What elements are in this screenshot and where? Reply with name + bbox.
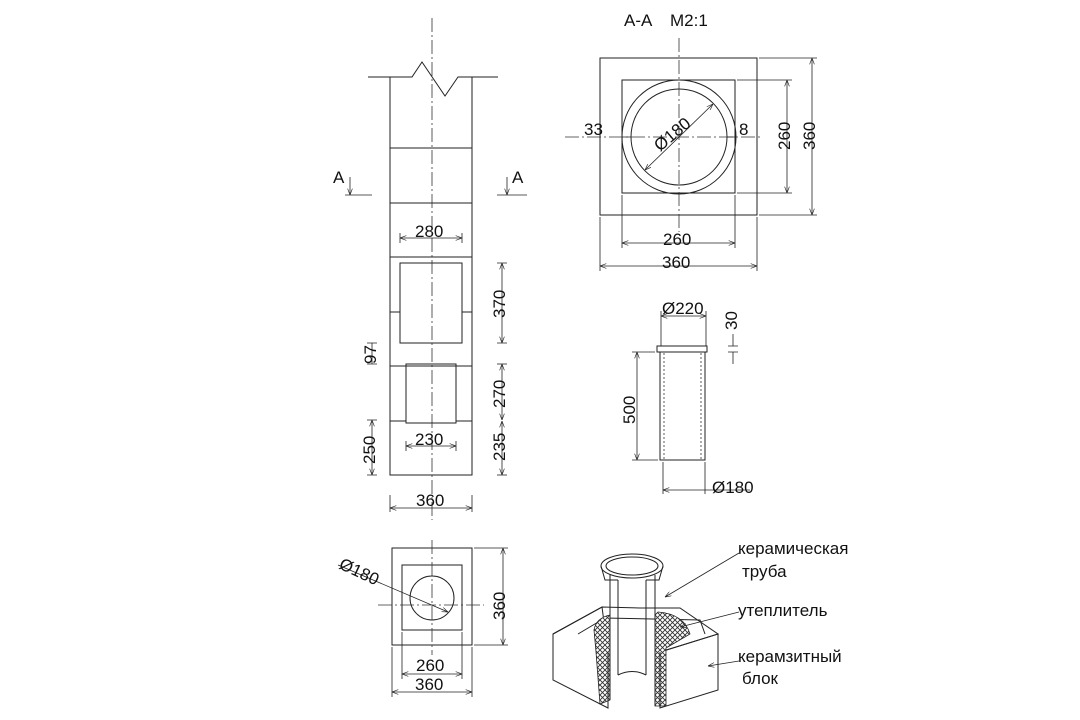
dim-diameter-180: Ø180 — [650, 114, 694, 155]
label-ceramic-pipe-line2: труба — [742, 562, 787, 581]
dim-plan-360-vertical: 360 — [490, 592, 509, 620]
dim-270: 270 — [490, 380, 509, 408]
dim-360: 360 — [416, 491, 444, 510]
dim-370: 370 — [490, 290, 509, 318]
dim-260-vertical: 260 — [775, 122, 794, 150]
scale-label: M2:1 — [670, 11, 708, 30]
label-ceramic-pipe-line1: керамическая — [738, 539, 848, 558]
label-block-line2: блок — [742, 669, 779, 688]
section-view: A-A M2:1 Ø180 33 8 260 360 260 360 — [565, 11, 819, 272]
label-block-line1: керамзитный — [738, 647, 842, 666]
section-marker-left: A — [333, 168, 345, 187]
elevation-view: A A 280 370 97 270 235 250 230 360 — [333, 18, 527, 520]
dim-360-horizontal: 360 — [662, 253, 690, 272]
dim-230: 230 — [415, 430, 443, 449]
dim-plan-360: 360 — [415, 675, 443, 694]
dim-30: 30 — [722, 311, 741, 330]
dim-260-horizontal: 260 — [663, 230, 691, 249]
pipe-view: Ø220 30 500 Ø180 — [620, 299, 754, 497]
dim-360-vertical: 360 — [800, 122, 819, 150]
section-title: A-A — [624, 11, 653, 30]
dim-33: 33 — [584, 120, 603, 139]
section-marker-right: A — [512, 168, 524, 187]
dim-plan-260: 260 — [416, 656, 444, 675]
dim-diameter-220: Ø220 — [662, 299, 704, 318]
dim-plan-diameter-180: Ø180 — [336, 554, 382, 589]
dim-8: 8 — [739, 120, 748, 139]
label-insulation: утеплитель — [738, 601, 828, 620]
dim-280: 280 — [415, 222, 443, 241]
cutaway-3d-view: керамическая труба утеплитель керамзитны… — [552, 539, 848, 709]
dim-diameter-180-pipe: Ø180 — [712, 478, 754, 497]
plan-view: Ø180 360 260 360 — [336, 540, 509, 697]
dim-97: 97 — [361, 345, 380, 364]
dim-500: 500 — [620, 396, 639, 424]
dim-235: 235 — [490, 433, 509, 461]
dim-250: 250 — [360, 436, 379, 464]
